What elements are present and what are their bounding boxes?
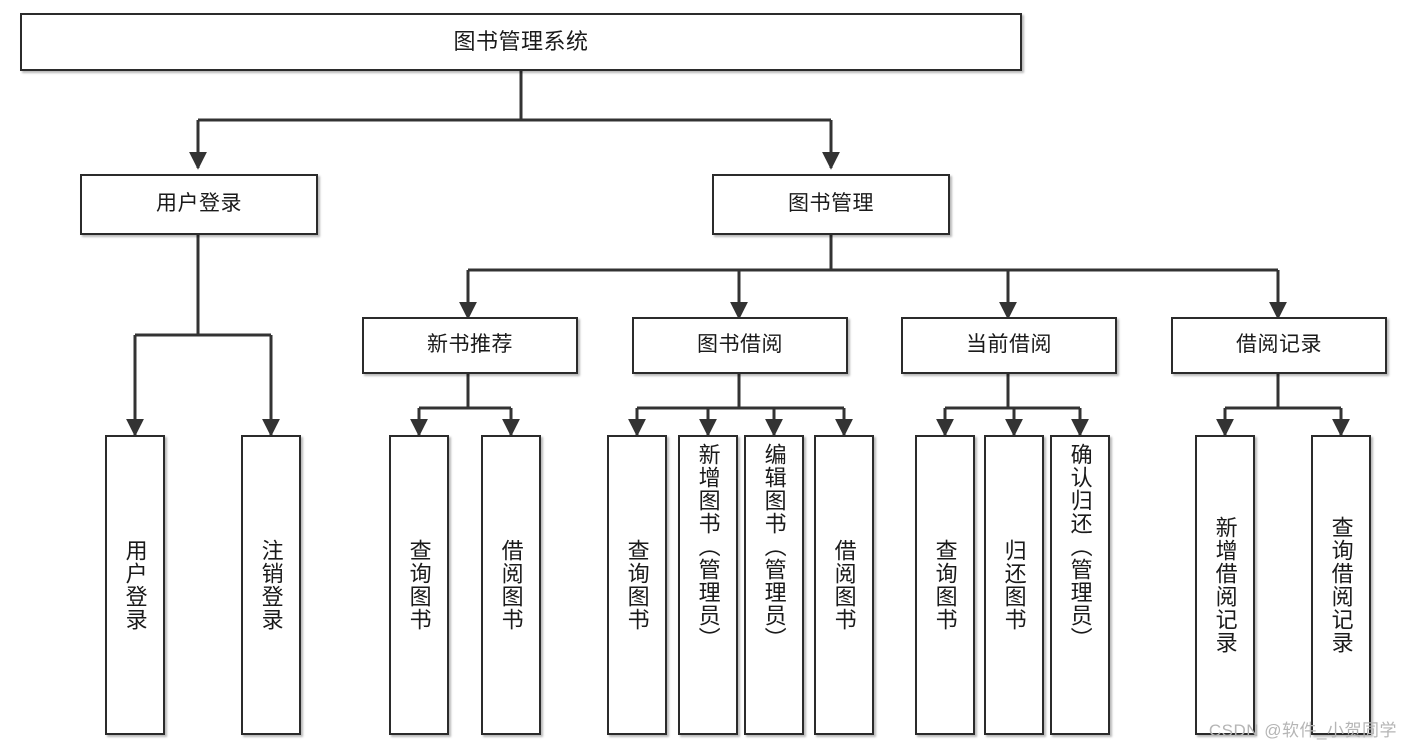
node-label: 图书借阅 xyxy=(697,333,783,357)
node-label: 查询图书 xyxy=(932,539,958,631)
leaf-add-borrow-record[interactable]: 新增借阅记录 xyxy=(1195,435,1255,735)
node-new-book-recommend[interactable]: 新书推荐 xyxy=(362,317,578,374)
leaf-confirm-return-admin[interactable]: 确认归还（管理员） xyxy=(1050,435,1110,735)
node-label: 归还图书 xyxy=(1001,539,1027,631)
node-label: 当前借阅 xyxy=(966,333,1052,357)
node-book-borrow[interactable]: 图书借阅 xyxy=(632,317,848,374)
node-borrow-record[interactable]: 借阅记录 xyxy=(1171,317,1387,374)
leaf-return-book[interactable]: 归还图书 xyxy=(984,435,1044,735)
leaf-logout[interactable]: 注销登录 xyxy=(241,435,301,735)
node-label: 图书管理系统 xyxy=(453,29,589,55)
leaf-user-login[interactable]: 用户登录 xyxy=(105,435,165,735)
node-label: 编辑图书（管理员） xyxy=(761,443,787,650)
node-label: 借阅图书 xyxy=(498,539,524,631)
leaf-edit-book-admin[interactable]: 编辑图书（管理员） xyxy=(744,435,804,735)
leaf-borrow-book-recommend[interactable]: 借阅图书 xyxy=(481,435,541,735)
node-current-borrow[interactable]: 当前借阅 xyxy=(901,317,1117,374)
node-label: 查询借阅记录 xyxy=(1328,516,1354,654)
node-label: 用户登录 xyxy=(156,192,242,216)
leaf-add-book-admin[interactable]: 新增图书（管理员） xyxy=(678,435,738,735)
node-label: 确认归还（管理员） xyxy=(1067,443,1093,650)
leaf-borrow-book[interactable]: 借阅图书 xyxy=(814,435,874,735)
csdn-watermark: CSDN @软件_小贺同学 xyxy=(1208,721,1397,740)
leaf-query-borrow-record[interactable]: 查询借阅记录 xyxy=(1311,435,1371,735)
node-label: 新增图书（管理员） xyxy=(695,443,721,650)
node-user-login[interactable]: 用户登录 xyxy=(80,174,318,235)
node-label: 借阅记录 xyxy=(1236,333,1322,357)
node-book-management[interactable]: 图书管理 xyxy=(712,174,950,235)
leaf-query-book-borrow[interactable]: 查询图书 xyxy=(607,435,667,735)
node-label: 新增借阅记录 xyxy=(1212,516,1238,654)
node-label: 图书管理 xyxy=(788,192,874,216)
node-label: 查询图书 xyxy=(406,539,432,631)
leaf-query-book-current[interactable]: 查询图书 xyxy=(915,435,975,735)
leaf-query-book-recommend[interactable]: 查询图书 xyxy=(389,435,449,735)
node-label: 查询图书 xyxy=(624,539,650,631)
node-label: 新书推荐 xyxy=(427,333,513,357)
node-root-system[interactable]: 图书管理系统 xyxy=(20,13,1022,71)
node-label: 用户登录 xyxy=(122,539,148,631)
node-label: 注销登录 xyxy=(258,539,284,631)
node-label: 借阅图书 xyxy=(831,539,857,631)
